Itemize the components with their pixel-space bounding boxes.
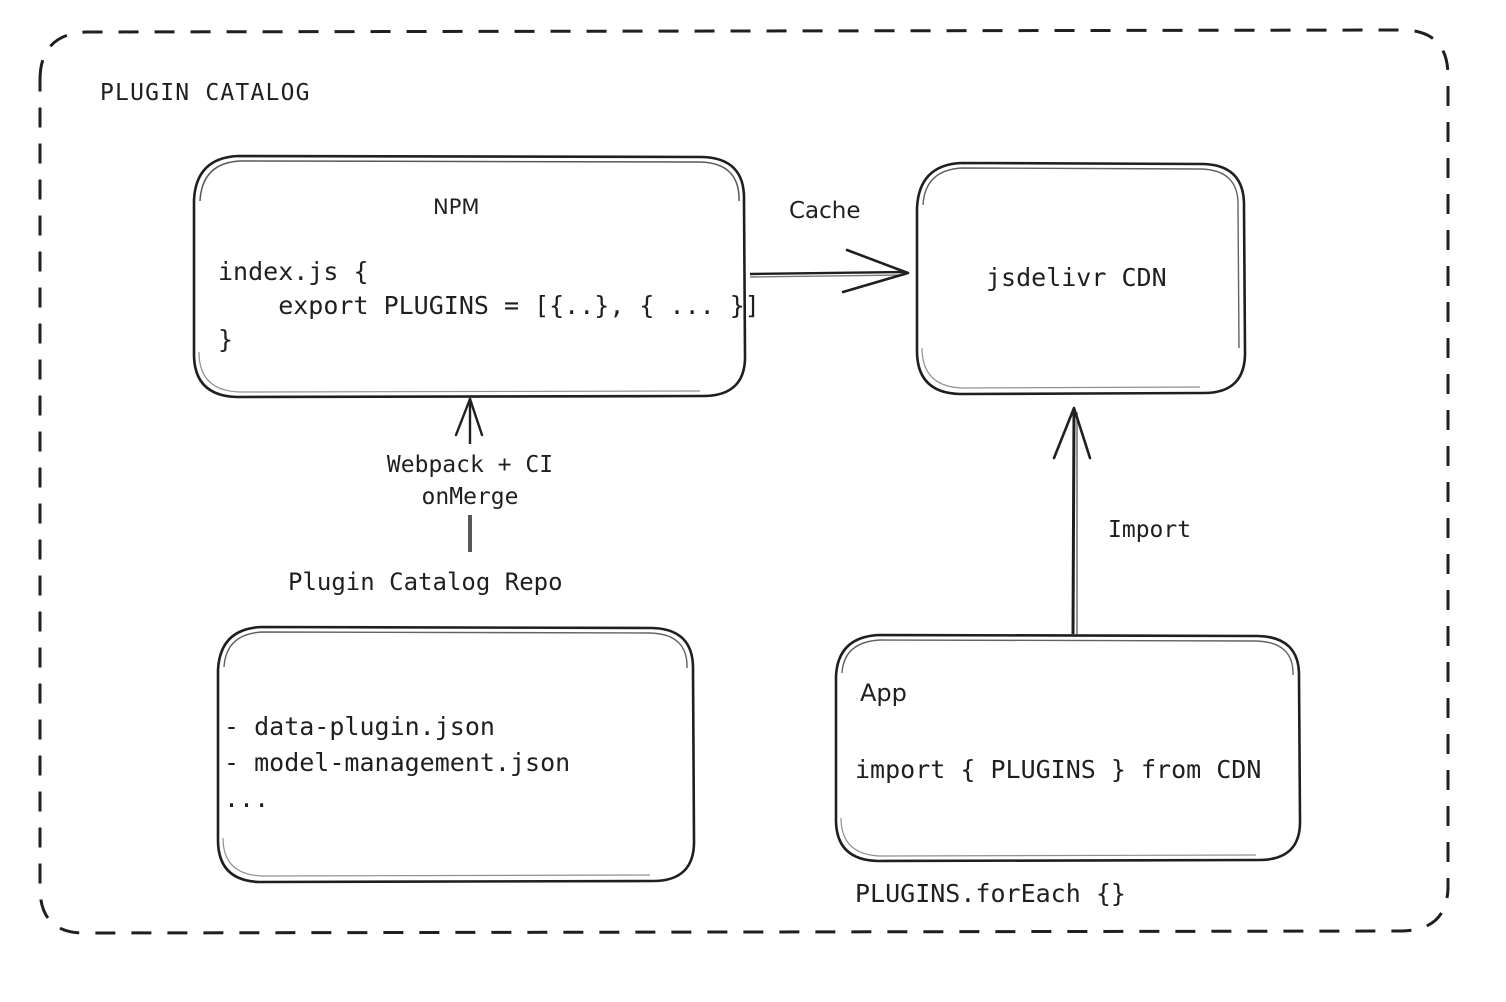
app-node-title: App	[860, 679, 907, 707]
group-title: PLUGIN CATALOG	[100, 80, 311, 106]
repo-node-caption: Plugin Catalog Repo	[288, 568, 563, 596]
npm-node-title: NPM	[433, 195, 480, 219]
npm-node-code: index.js { export PLUGINS = [{..}, { ...…	[218, 257, 760, 354]
app-node-code: import { PLUGINS } from CDN PLUGINS.forE…	[855, 755, 1262, 908]
build-edge-label: Webpack + CI onMerge	[386, 452, 554, 510]
import-arrow	[1052, 406, 1092, 635]
import-edge-label: Import	[1108, 517, 1192, 543]
cache-edge-label: Cache	[789, 198, 861, 224]
cache-arrow	[749, 248, 910, 294]
cdn-node-title: jsdelivr CDN	[986, 263, 1167, 292]
repo-node-items: - data-plugin.json - model-management.js…	[224, 712, 571, 813]
